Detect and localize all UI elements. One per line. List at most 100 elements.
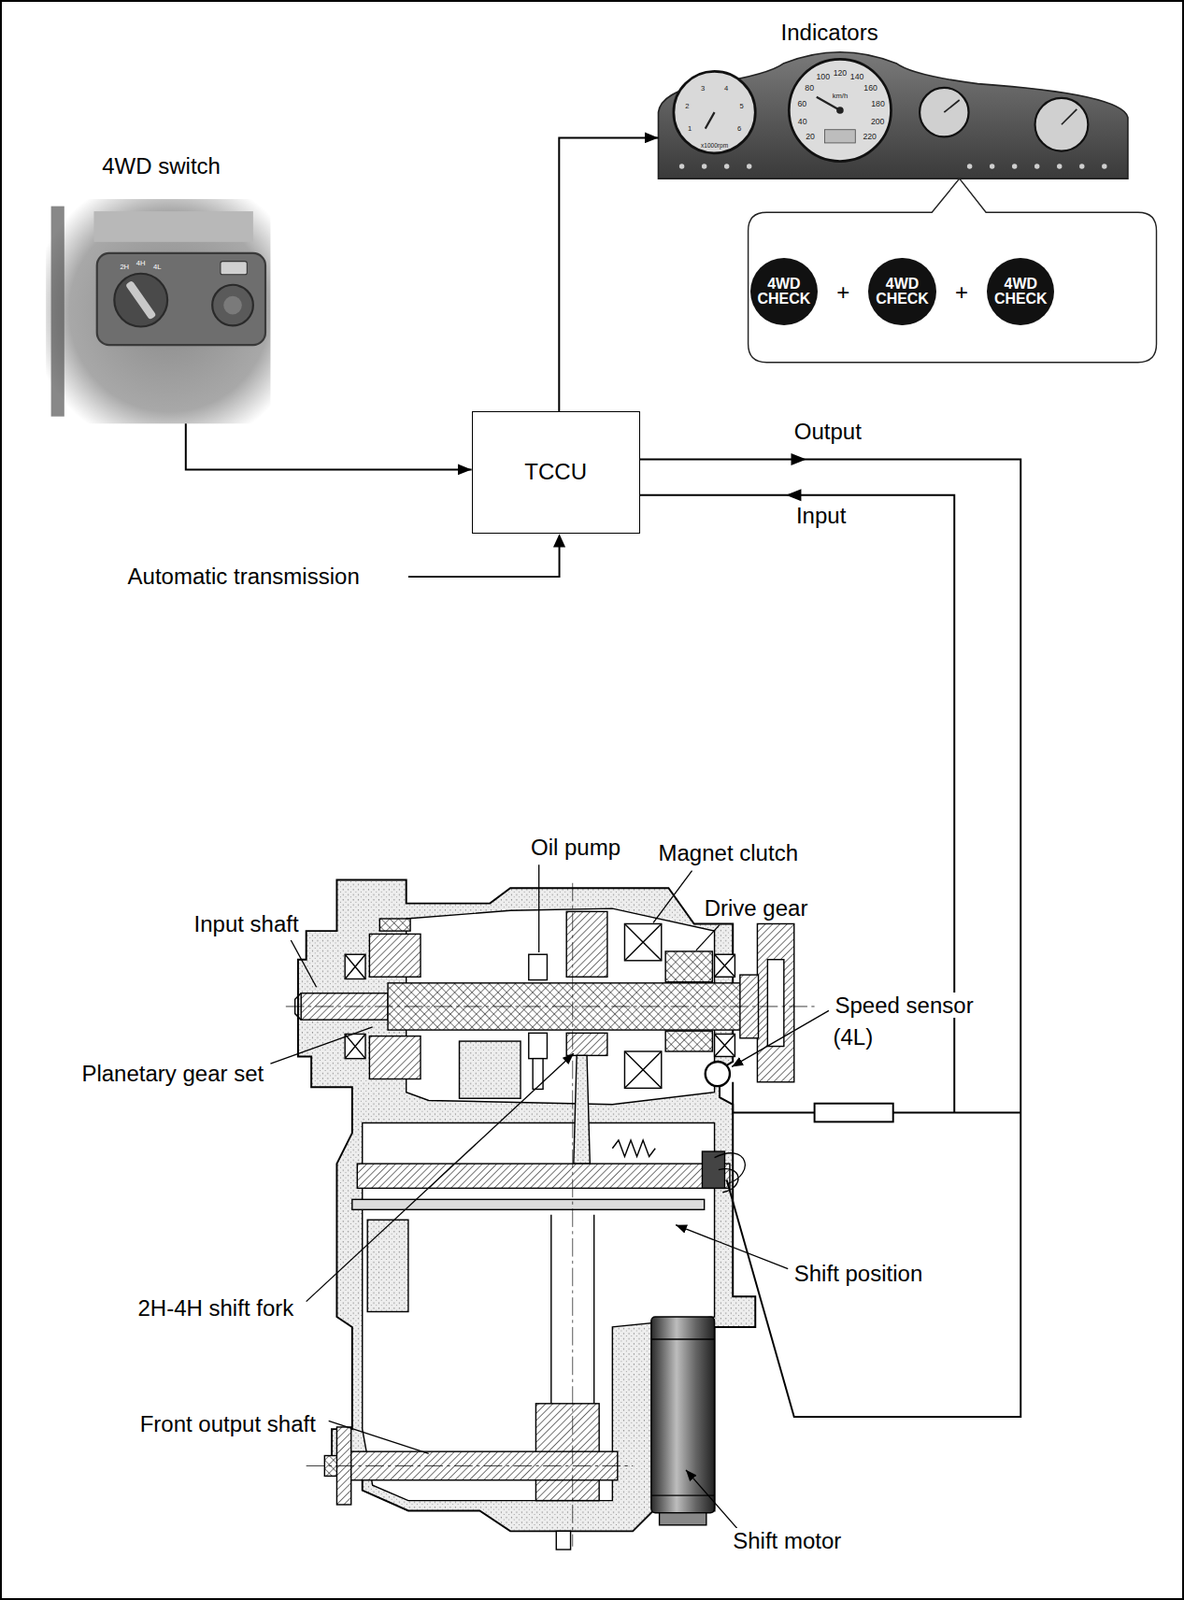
instrument-cluster-drawing	[1056, 163, 1062, 169]
part-label: Input shaft	[192, 911, 301, 938]
wiring	[408, 544, 560, 577]
part-label-text: 2H-4H shift fork	[135, 1295, 296, 1321]
box-text: TCCU	[524, 458, 587, 486]
instrument-cluster-drawing	[657, 52, 1127, 179]
leader-line	[675, 1225, 788, 1270]
leader-line	[538, 864, 540, 953]
input-label: Automatic transmission	[126, 563, 362, 590]
transfer-case-drawing	[705, 1061, 730, 1086]
gauge-number-text: 1	[687, 124, 692, 133]
lamp-text: 4WD CHECK	[756, 276, 813, 309]
gauge-number: 140	[850, 66, 865, 84]
gauge-number-text: 40	[798, 116, 808, 127]
transfer-case-drawing	[550, 1214, 552, 1404]
instrument-cluster-drawing	[943, 99, 959, 113]
gauge-number: 60	[797, 93, 807, 111]
instrument-cluster-drawing	[989, 163, 995, 169]
gauge-number: 1	[687, 117, 692, 135]
figure-heading-text: 4WD switch	[101, 153, 221, 179]
transfer-case-drawing	[556, 1530, 571, 1550]
transfer-case-drawing	[306, 1465, 634, 1467]
control-unit-box: TCCU	[471, 411, 641, 534]
gauge-number-text: 5	[740, 101, 744, 111]
part-label-text: Speed sensor (4L)	[832, 992, 973, 1050]
instrument-cluster-drawing	[1035, 98, 1089, 152]
instrument-cluster-drawing	[705, 112, 715, 129]
gauge-number: 6	[737, 117, 742, 135]
lamp-text: 4WD CHECK	[873, 276, 930, 309]
input-label-text: Automatic transmission	[126, 563, 362, 589]
switch-photo-drawing	[223, 296, 243, 315]
wiring	[732, 1082, 814, 1113]
signal-arrowhead	[790, 453, 806, 466]
wiring	[640, 495, 955, 1113]
leader-line	[731, 1010, 829, 1067]
transfer-case-drawing	[714, 954, 736, 977]
switch-photo-drawing	[97, 253, 266, 345]
instrument-cluster-drawing	[657, 52, 1127, 179]
signal-label-text: Input	[794, 502, 848, 528]
transfer-case-drawing	[285, 1005, 817, 1007]
switch-position-text: 4H	[136, 258, 146, 268]
signal-arrowhead	[785, 488, 801, 501]
switch-photo-drawing	[125, 280, 157, 321]
gauge-number-text: 60	[797, 99, 807, 109]
transfer-case-drawing	[344, 1033, 366, 1058]
instrument-cluster-drawing	[1012, 163, 1017, 169]
transfer-case-drawing	[714, 1033, 736, 1056]
part-label-text: Planetary gear set	[79, 1060, 266, 1086]
plus-sign: +	[836, 279, 850, 306]
transfer-case-drawing	[714, 954, 736, 977]
part-label: Drive gear	[702, 895, 811, 922]
gauge-number-text: 4	[724, 84, 728, 93]
transfer-case-drawing	[344, 1033, 366, 1058]
transfer-case-drawing	[624, 923, 661, 960]
switch-position: 2H	[119, 256, 129, 273]
switch-position: 4L	[153, 256, 161, 273]
part-label: 2H-4H shift fork	[135, 1295, 296, 1322]
part-label: Front output shaft	[138, 1411, 318, 1438]
instrument-cluster-drawing	[836, 106, 844, 115]
instrument-cluster-drawing	[919, 87, 969, 137]
switch-photo-drawing	[93, 211, 253, 243]
plus-sign-text: +	[836, 279, 850, 305]
signal-label: Input	[794, 502, 848, 529]
gauge-number-text: 120	[833, 68, 848, 78]
transfer-case-drawing	[665, 951, 713, 983]
gauge-number-text: 80	[804, 83, 814, 93]
transfer-case-drawing	[624, 923, 661, 960]
part-label-text: Shift position	[792, 1260, 926, 1286]
gauge-number-text: 140	[850, 71, 865, 82]
part-label-text: Drive gear	[702, 895, 811, 921]
part-label: Magnet clutch	[656, 840, 800, 867]
gauge-number-text: 160	[863, 83, 878, 93]
transfer-case-drawing	[624, 1051, 661, 1088]
gauge-number: 80	[804, 77, 814, 95]
part-label: Planetary gear set	[79, 1060, 266, 1087]
warning-lamp: 4WD CHECK	[750, 257, 818, 326]
part-label-text: Oil pump	[528, 834, 623, 860]
figure-heading-text: Indicators	[781, 19, 879, 45]
part-label: Shift position	[792, 1260, 926, 1287]
transfer-case-drawing	[369, 933, 421, 977]
switch-photo: 4WD switch	[45, 199, 271, 424]
leader-line	[685, 1469, 738, 1528]
gauge-number-text: 3	[700, 84, 705, 93]
figure-heading: 4WD switch	[101, 153, 221, 180]
part-label: Shift motor	[730, 1527, 843, 1555]
wiring	[640, 459, 1021, 1418]
part-label: Speed sensor (4L)	[832, 989, 999, 1053]
gauge-number: 120	[833, 62, 848, 80]
transfer-case-drawing	[651, 1316, 715, 1513]
gauge-number-text: 220	[862, 131, 877, 142]
figure-heading: Indicators	[781, 19, 879, 46]
part-label-text: Input shaft	[192, 911, 301, 937]
switch-photo-drawing	[212, 285, 254, 327]
gauge-number: 40	[798, 111, 808, 129]
transfer-case-drawing	[573, 1055, 590, 1164]
instrument-cluster-drawing	[679, 163, 1108, 169]
transfer-case-drawing	[612, 1140, 656, 1156]
